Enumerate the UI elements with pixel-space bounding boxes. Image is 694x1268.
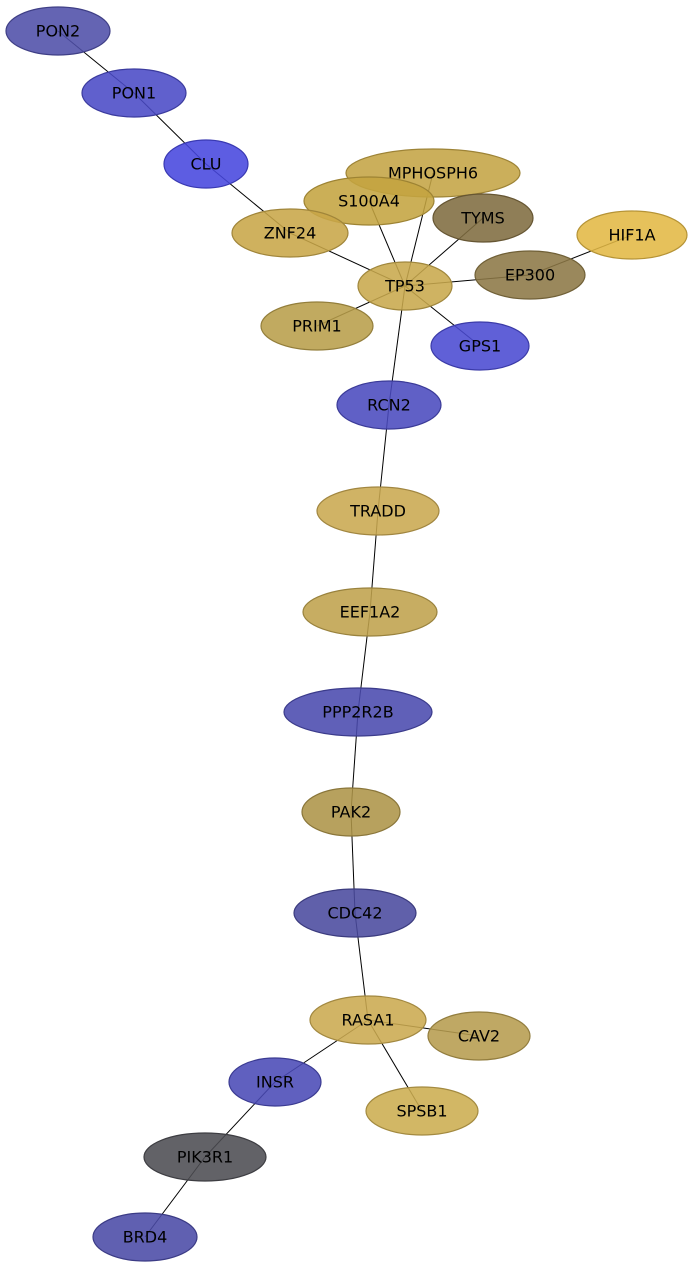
node-s100a4[interactable]: S100A4: [303, 176, 435, 226]
node-ep300[interactable]: EP300: [474, 250, 586, 300]
node-label: BRD4: [123, 1228, 168, 1247]
node-tyms[interactable]: TYMS: [432, 193, 534, 243]
node-ellipse: [228, 1057, 322, 1107]
node-ellipse: [309, 995, 427, 1045]
node-label: CAV2: [458, 1027, 500, 1046]
node-label: MPHOSPH6: [388, 164, 478, 183]
node-label: PRIM1: [292, 317, 341, 336]
node-cav2[interactable]: CAV2: [427, 1011, 531, 1061]
node-pak2[interactable]: PAK2: [301, 787, 401, 837]
node-label: TP53: [384, 277, 425, 296]
node-ellipse: [283, 687, 433, 737]
node-ellipse: [474, 250, 586, 300]
node-label: HIF1A: [608, 226, 655, 245]
node-ellipse: [316, 486, 440, 536]
node-pik3r1[interactable]: PIK3R1: [143, 1132, 267, 1182]
node-ellipse: [301, 787, 401, 837]
node-ellipse: [336, 380, 442, 430]
node-ellipse: [5, 6, 111, 56]
node-spsb1[interactable]: SPSB1: [365, 1086, 479, 1136]
node-ellipse: [432, 193, 534, 243]
node-rasa1[interactable]: RASA1: [309, 995, 427, 1045]
node-label: PON2: [36, 22, 80, 41]
node-ellipse: [303, 176, 435, 226]
node-ellipse: [357, 261, 453, 311]
node-label: SPSB1: [396, 1102, 447, 1121]
node-label: PIK3R1: [177, 1148, 233, 1167]
node-ellipse: [293, 888, 417, 938]
node-label: RASA1: [342, 1011, 395, 1030]
node-label: PPP2R2B: [322, 703, 393, 722]
node-ellipse: [231, 208, 349, 258]
node-ellipse: [576, 210, 688, 260]
node-ellipse: [92, 1212, 198, 1262]
node-label: INSR: [256, 1073, 294, 1092]
node-ellipse: [427, 1011, 531, 1061]
node-ellipse: [302, 587, 438, 637]
node-tp53[interactable]: TP53: [357, 261, 453, 311]
node-hif1a[interactable]: HIF1A: [576, 210, 688, 260]
node-rcn2[interactable]: RCN2: [336, 380, 442, 430]
node-label: GPS1: [459, 337, 501, 356]
node-prim1[interactable]: PRIM1: [260, 301, 374, 351]
node-pon2[interactable]: PON2: [5, 6, 111, 56]
node-ellipse: [143, 1132, 267, 1182]
node-label: EEF1A2: [340, 603, 401, 622]
node-clu[interactable]: CLU: [163, 139, 249, 189]
node-label: CDC42: [327, 904, 382, 923]
node-brd4[interactable]: BRD4: [92, 1212, 198, 1262]
node-label: CLU: [191, 155, 222, 174]
node-ellipse: [81, 68, 187, 118]
node-cdc42[interactable]: CDC42: [293, 888, 417, 938]
node-ellipse: [430, 321, 530, 371]
node-ellipse: [163, 139, 249, 189]
node-label: ZNF24: [264, 224, 317, 243]
node-ppp2r2b[interactable]: PPP2R2B: [283, 687, 433, 737]
node-label: EP300: [505, 266, 555, 285]
node-label: PAK2: [331, 803, 371, 822]
node-label: TYMS: [460, 209, 505, 228]
node-ellipse: [260, 301, 374, 351]
node-tradd[interactable]: TRADD: [316, 486, 440, 536]
node-label: S100A4: [338, 192, 400, 211]
node-label: PON1: [112, 84, 156, 103]
node-eef1a2[interactable]: EEF1A2: [302, 587, 438, 637]
node-label: TRADD: [349, 502, 406, 521]
node-insr[interactable]: INSR: [228, 1057, 322, 1107]
node-znf24[interactable]: ZNF24: [231, 208, 349, 258]
node-ellipse: [365, 1086, 479, 1136]
node-label: RCN2: [367, 396, 411, 415]
node-gps1[interactable]: GPS1: [430, 321, 530, 371]
node-pon1[interactable]: PON1: [81, 68, 187, 118]
